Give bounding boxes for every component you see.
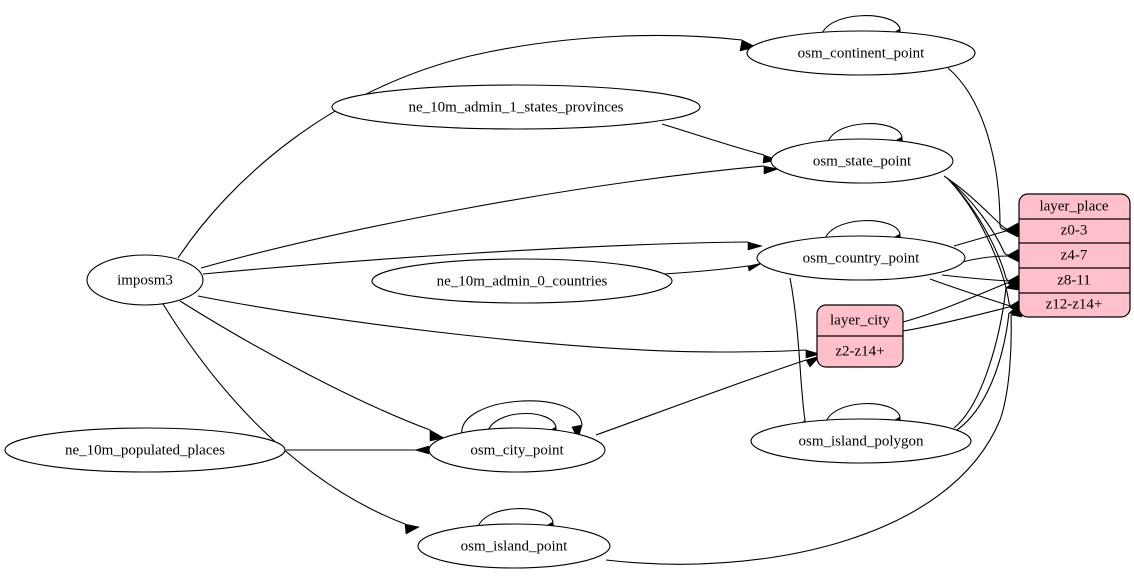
node-osm-island-polygon-shape[interactable]: [750, 418, 972, 464]
node-osm-continent-point[interactable]: osm_continent_point: [746, 30, 976, 76]
node-ne-10m-populated-places[interactable]: ne_10m_populated_places: [4, 427, 286, 473]
arrowhead-island-polygon-z8-11: [1005, 277, 1019, 291]
edge-imposm3-to-osm-city-point: [179, 300, 431, 431]
edge-self-loop-osm-island-point: [476, 508, 554, 531]
arrowhead-imposm3-continent: [739, 39, 757, 52]
node-ne-10m-admin-1-states-provinces[interactable]: ne_10m_admin_1_states_provinces: [331, 84, 701, 130]
edge-layer-city-to-layer-place-z8-11: [902, 282, 1008, 323]
edge-osm-state-to-layer-place-z4-7: [946, 177, 1009, 256]
edge-osm-country-to-layer-place-z8-11: [941, 274, 1009, 282]
arrowhead-ne-countries-country: [747, 262, 763, 272]
node-osm-state-point-shape[interactable]: [770, 138, 954, 184]
edge-osm-city-point-to-layer-city: [595, 359, 807, 436]
edge-imposm3-to-layer-city: [197, 295, 807, 353]
edge-imposm3-to-osm-state-point: [200, 165, 765, 269]
edge-osm-country-to-osm-island-polygon: [789, 277, 806, 421]
node-layer-place-box[interactable]: [1018, 193, 1131, 318]
node-ne-countries-shape[interactable]: [371, 258, 673, 304]
arrowhead-imposm3-country: [747, 241, 764, 251]
nodes-layer: imposm3 ne_10m_admin_1_states_provinces …: [4, 30, 1131, 569]
arrowhead-imposm3-state: [763, 165, 780, 175]
arrowhead-country-z4-7: [1006, 249, 1020, 263]
edge-self-loop-osm-city-point: [486, 412, 557, 435]
edge-osm-island-polygon-to-layer-place-z8-11: [953, 287, 1007, 429]
edge-osm-island-polygon-to-layer-place-z12-z14: [956, 312, 1010, 431]
arrowhead-imposm3-layer-city: [805, 349, 822, 359]
edge-osm-continent-to-layer-place-z0-3: [947, 67, 1008, 231]
edge-osm-country-to-layer-place-z0-3: [953, 230, 1007, 247]
node-ne-states-shape[interactable]: [331, 84, 701, 130]
node-osm-continent-point-shape[interactable]: [746, 30, 976, 76]
node-osm-city-point[interactable]: osm_city_point: [428, 427, 606, 473]
node-osm-island-polygon[interactable]: osm_island_polygon: [750, 418, 972, 464]
edge-self-loop-osm-state-point: [826, 123, 903, 146]
node-osm-island-point[interactable]: osm_island_point: [417, 523, 611, 569]
edge-imposm3-to-osm-continent-point: [177, 34, 743, 259]
node-osm-country-point[interactable]: osm_country_point: [756, 235, 966, 281]
edge-self-loop2-osm-city-point: [461, 400, 583, 437]
edge-imposm3-to-osm-country-point: [202, 241, 749, 275]
arrowhead-imposm3-island-point: [404, 523, 420, 535]
arrowhead-imposm3-city: [429, 429, 445, 442]
node-osm-island-point-shape[interactable]: [417, 523, 611, 569]
edge-self-loop-osm-country-point: [823, 220, 901, 243]
node-osm-state-point[interactable]: osm_state_point: [770, 138, 954, 184]
node-imposm3-shape[interactable]: [86, 254, 204, 306]
node-ne-10m-admin-0-countries[interactable]: ne_10m_admin_0_countries: [371, 258, 673, 304]
edge-self-loop-osm-island-polygon: [824, 403, 901, 426]
edge-osm-state-to-layer-place-z0-3: [943, 175, 1008, 230]
edge-osm-country-to-layer-place-z4-7: [961, 255, 1008, 263]
edge-ne-countries-to-osm-country-point: [662, 265, 749, 275]
node-ne-populated-shape[interactable]: [4, 427, 286, 473]
node-imposm3[interactable]: imposm3: [86, 254, 204, 306]
edge-ne-states-to-osm-state-point: [661, 123, 765, 156]
edge-layer-city-to-layer-place-z12-z14: [902, 306, 1010, 332]
node-layer-city[interactable]: layer_city z2-z14+: [816, 304, 904, 368]
arrowhead-ne-populated-city: [413, 445, 430, 455]
edge-self-loop-osm-continent-point: [820, 15, 901, 38]
edge-osm-country-to-layer-place-z12-z14: [929, 278, 1011, 307]
node-osm-city-point-shape[interactable]: [428, 427, 606, 473]
node-layer-place[interactable]: layer_place z0-3 z4-7 z8-11 z12-z14+: [1018, 193, 1131, 318]
edge-imposm3-to-osm-island-point: [162, 303, 406, 525]
node-osm-country-point-shape[interactable]: [756, 235, 966, 281]
edge-osm-island-point-to-layer-place-z12-z14: [605, 314, 1012, 565]
